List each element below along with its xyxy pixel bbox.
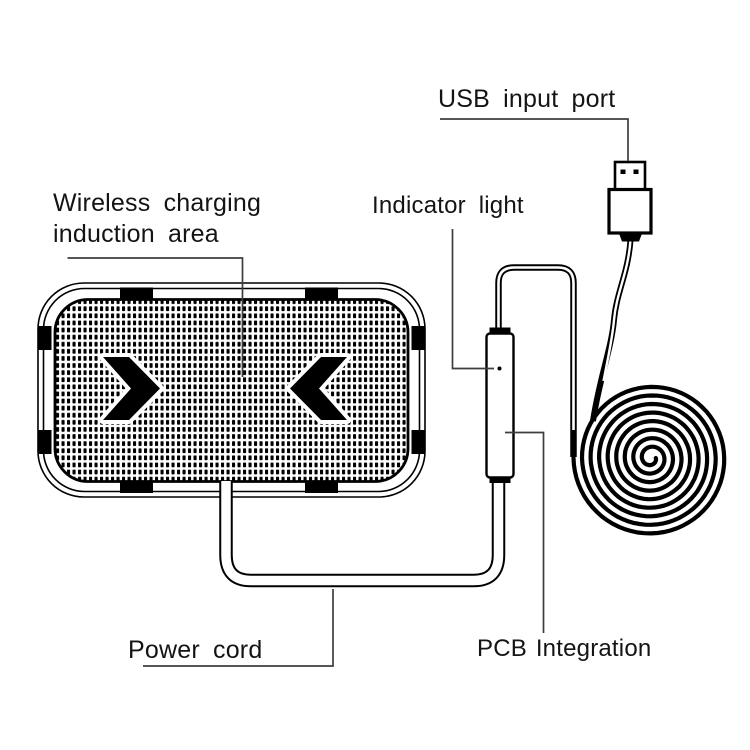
label-wireless-charging-line2: induction area <box>53 220 219 248</box>
module-cable-core <box>497 266 575 430</box>
induction-mesh <box>53 298 410 483</box>
label-power-cord: Power cord <box>128 636 263 664</box>
label-pcb-integration: PCB Integration <box>477 635 652 662</box>
leader-pcb-integration <box>505 431 545 633</box>
pcb-module-top-cap <box>489 327 511 335</box>
pcb-module-body <box>485 332 515 479</box>
leader-wireless-charging <box>67 257 244 377</box>
pad-tick-top-right <box>305 287 338 300</box>
label-usb-input-port: USB input port <box>438 85 616 113</box>
pcb-module <box>485 327 515 483</box>
pad-tick-bottom-right <box>305 480 338 493</box>
usb-strain-relief <box>619 233 642 242</box>
leader-indicator-light <box>451 229 494 370</box>
usb-plug-contact-right <box>633 169 639 174</box>
coiled-cable <box>571 384 727 536</box>
chevron-right-icon <box>103 357 160 420</box>
usb-body <box>607 187 653 235</box>
indicator-led-dot <box>497 366 502 371</box>
label-indicator-light: Indicator light <box>372 192 524 219</box>
usb-cable-core <box>602 239 632 382</box>
leader-usb-input-port <box>440 118 629 161</box>
label-wireless-charging: Wireless charging induction area <box>53 188 261 250</box>
chevron-left-icon <box>290 357 347 420</box>
pcb-module-bottom-cap <box>489 476 511 483</box>
pad-tick-top-left <box>120 287 153 300</box>
usb-connector <box>607 160 653 242</box>
pad-tick-right-lower <box>411 430 426 454</box>
usb-plug-contact-left <box>620 169 626 174</box>
pad-edge-ticks <box>37 287 426 493</box>
label-wireless-charging-line1: Wireless charging <box>53 189 262 217</box>
pad-tick-left-upper <box>37 326 52 350</box>
pad-tick-left-lower <box>37 430 52 454</box>
power-cord-core <box>221 479 504 586</box>
leader-power-cord <box>143 589 334 667</box>
leader-lines <box>67 118 629 667</box>
usb-plug <box>613 160 647 192</box>
charging-pad <box>37 282 426 498</box>
pad-tick-right-upper <box>411 326 426 350</box>
pad-tick-bottom-left <box>120 480 153 493</box>
